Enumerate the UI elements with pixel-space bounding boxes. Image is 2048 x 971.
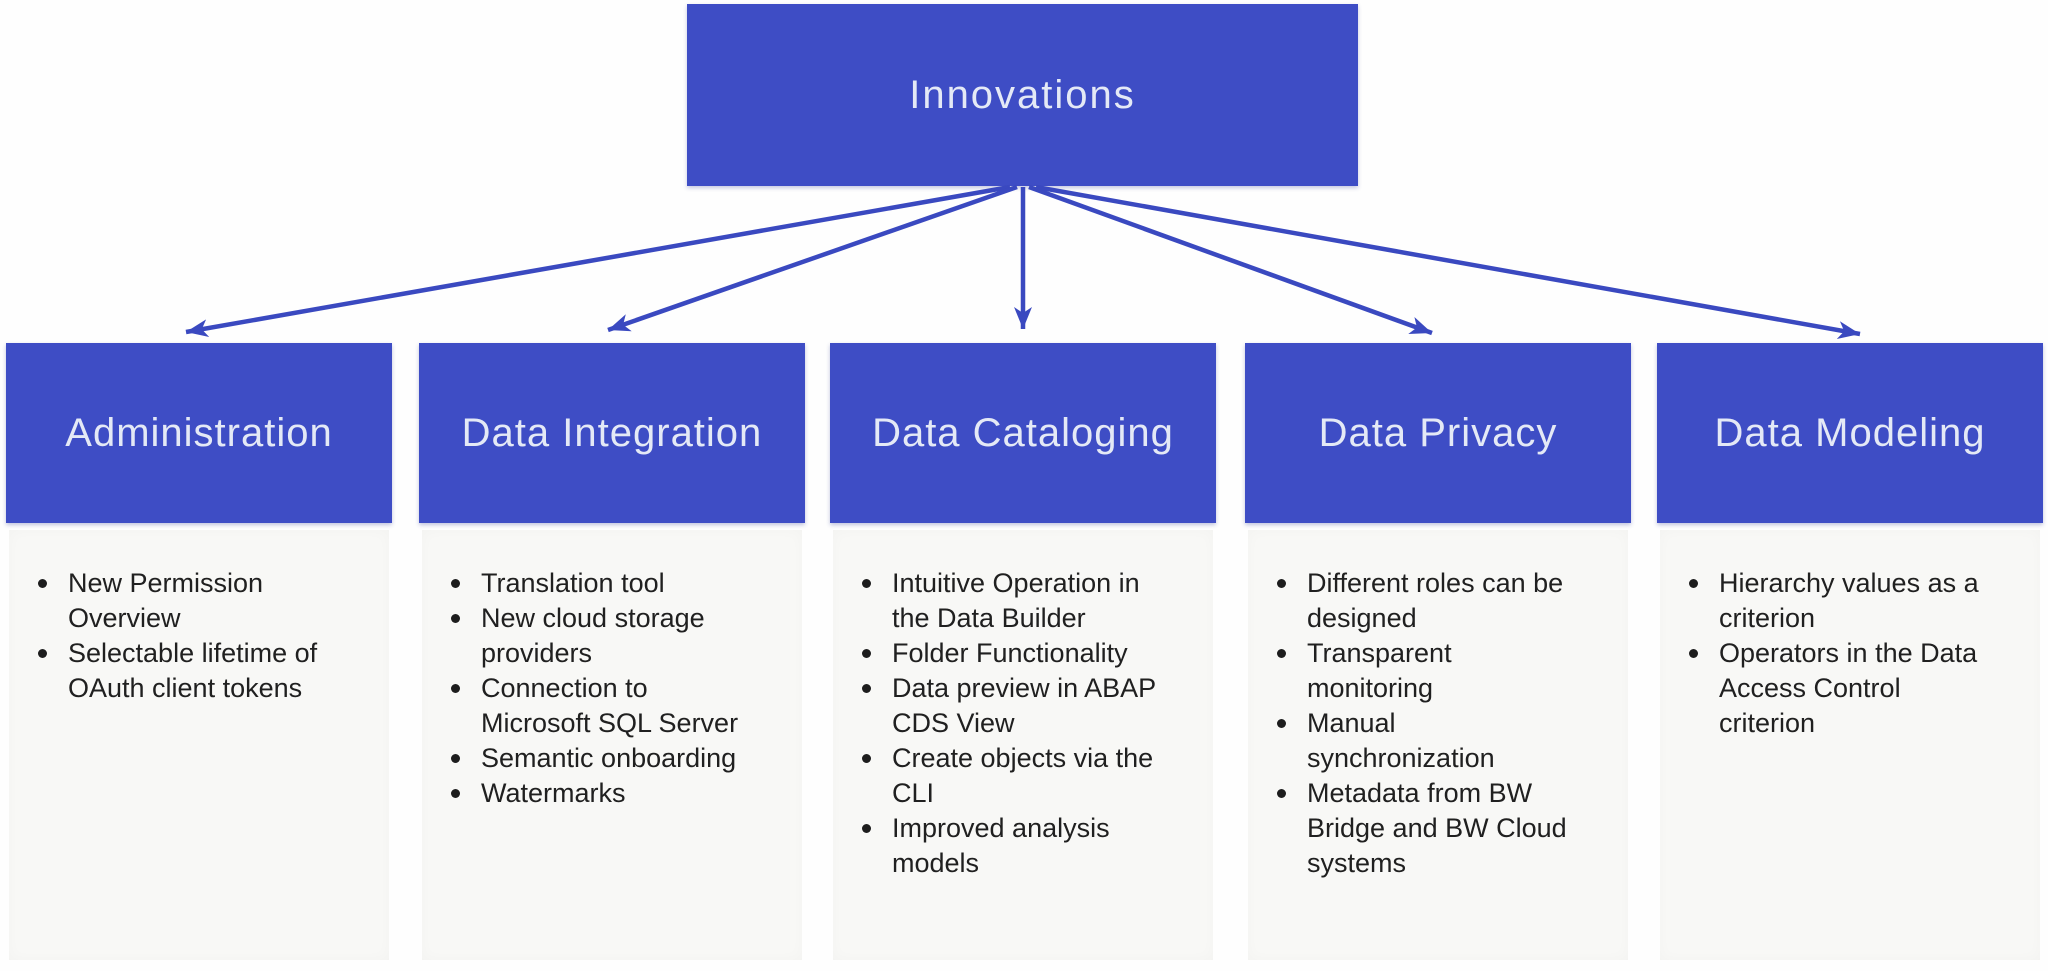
feature-list: New Permission Overview Selectable lifet… [9, 530, 389, 706]
feature-item: Create objects via the CLI [858, 741, 1158, 811]
feature-item: Semantic onboarding [447, 741, 747, 776]
column-header: Data Cataloging [830, 343, 1216, 523]
column-title: Data Modeling [1714, 410, 1986, 455]
column-data-modeling: Data Modeling Hierarchy values as a crit… [1657, 343, 2043, 960]
feature-item: Manual synchronization [1273, 706, 1573, 776]
feature-item: New Permission Overview [34, 566, 334, 636]
column-header: Data Privacy [1245, 343, 1631, 523]
feature-item: Data preview in ABAP CDS View [858, 671, 1158, 741]
column-header: Administration [6, 343, 392, 523]
feature-list: Different roles can be designed Transpar… [1248, 530, 1628, 881]
feature-list: Translation tool New cloud storage provi… [422, 530, 802, 811]
column-data-cataloging: Data Cataloging Intuitive Operation in t… [830, 343, 1216, 960]
root-node-label: Innovations [909, 72, 1136, 117]
root-node-innovations: Innovations [687, 4, 1358, 186]
column-administration: Administration New Permission Overview S… [6, 343, 392, 960]
arrow-to-administration [185, 184, 1011, 338]
arrow-to-data-integration [607, 184, 1018, 333]
column-body: New Permission Overview Selectable lifet… [9, 530, 389, 960]
feature-item: Watermarks [447, 776, 747, 811]
column-data-integration: Data Integration Translation tool New cl… [419, 343, 805, 960]
feature-item: Improved analysis models [858, 811, 1158, 881]
column-data-privacy: Data Privacy Different roles can be desi… [1245, 343, 1631, 960]
feature-item: Hierarchy values as a criterion [1685, 566, 1985, 636]
feature-item: Intuitive Operation in the Data Builder [858, 566, 1158, 636]
column-header: Data Modeling [1657, 343, 2043, 523]
column-title: Data Integration [461, 410, 763, 455]
feature-item: Different roles can be designed [1273, 566, 1573, 636]
arrow-to-data-privacy [1028, 184, 1433, 336]
column-body: Intuitive Operation in the Data Builder … [833, 530, 1213, 960]
arrow-to-data-modeling [1035, 184, 1861, 339]
column-header: Data Integration [419, 343, 805, 523]
column-body: Hierarchy values as a criterion Operator… [1660, 530, 2040, 960]
feature-list: Hierarchy values as a criterion Operator… [1660, 530, 2040, 741]
feature-item: Operators in the Data Access Control cri… [1685, 636, 1985, 741]
feature-item: Metadata from BW Bridge and BW Cloud sys… [1273, 776, 1573, 881]
column-title: Data Privacy [1318, 410, 1558, 455]
feature-item: Translation tool [447, 566, 747, 601]
feature-item: Folder Functionality [858, 636, 1158, 671]
feature-item: New cloud storage providers [447, 601, 747, 671]
column-body: Translation tool New cloud storage provi… [422, 530, 802, 960]
feature-item: Transparent monitoring [1273, 636, 1573, 706]
feature-list: Intuitive Operation in the Data Builder … [833, 530, 1213, 881]
column-title: Administration [65, 410, 333, 455]
column-title: Data Cataloging [872, 410, 1174, 455]
feature-item: Connection to Microsoft SQL Server [447, 671, 747, 741]
feature-item: Selectable lifetime of OAuth client toke… [34, 636, 334, 706]
column-body: Different roles can be designed Transpar… [1248, 530, 1628, 960]
